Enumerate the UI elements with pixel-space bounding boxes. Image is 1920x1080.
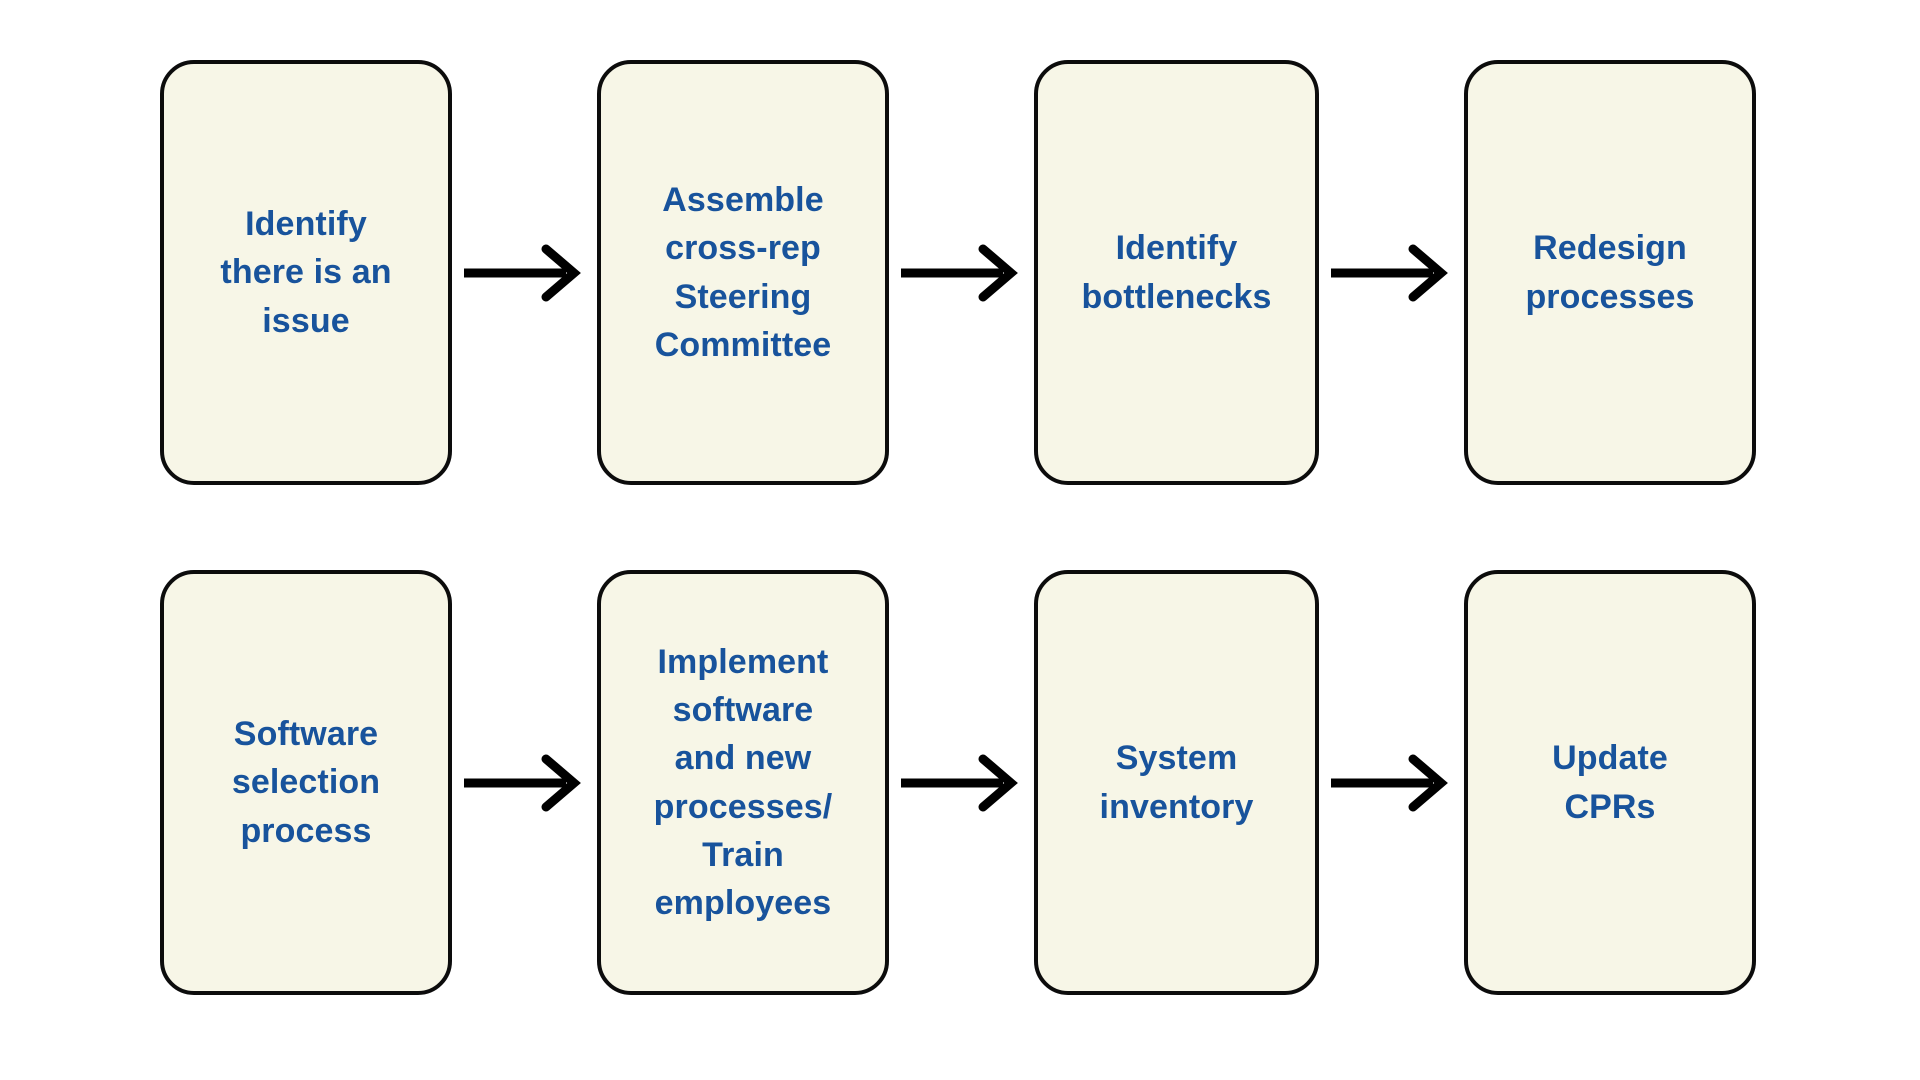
flowchart-connector-2-3 (1319, 570, 1464, 995)
flowchart-node-implement-software-and-new-processes-train-employees[interactable]: Implement software and new processes/ Tr… (597, 570, 889, 995)
flowchart-row-1: Identify there is an issue Assemble cros… (160, 60, 1756, 485)
arrow-right-icon (901, 754, 1018, 811)
node-label: Redesign processes (1525, 229, 1695, 316)
arrow-right-icon (901, 244, 1018, 301)
arrow-right-icon (1331, 754, 1448, 811)
node-label: Update CPRs (1552, 739, 1668, 826)
arrow-right-icon (464, 754, 581, 811)
flowchart-node-redesign-processes[interactable]: Redesign processes (1464, 60, 1756, 485)
flowchart-node-identify-there-is-an-issue[interactable]: Identify there is an issue (160, 60, 452, 485)
flowchart-connector-1-1 (452, 60, 597, 485)
flowchart-connector-1-3 (1319, 60, 1464, 485)
node-label: Implement software and new processes/ Tr… (653, 642, 833, 923)
flowchart-node-assemble-cross-rep-steering-committee[interactable]: Assemble cross-rep Steering Committee (597, 60, 889, 485)
node-label: Software selection process (231, 715, 381, 850)
flowchart-connector-2-1 (452, 570, 597, 995)
flowchart-node-update-cprs[interactable]: Update CPRs (1464, 570, 1756, 995)
flowchart-node-software-selection-process[interactable]: Software selection process (160, 570, 452, 995)
node-label: Assemble cross-rep Steering Committee (654, 180, 832, 364)
node-label: Identify bottlenecks (1081, 229, 1272, 316)
flowchart-node-system-inventory[interactable]: System inventory (1034, 570, 1319, 995)
flowchart-node-identify-bottlenecks[interactable]: Identify bottlenecks (1034, 60, 1319, 485)
node-label: System inventory (1099, 739, 1254, 826)
arrow-right-icon (464, 244, 581, 301)
node-label: Identify there is an issue (220, 205, 392, 340)
flowchart-connector-1-2 (889, 60, 1034, 485)
flowchart-row-2: Software selection process Implement sof… (160, 570, 1756, 995)
arrow-right-icon (1331, 244, 1448, 301)
flowchart-connector-2-2 (889, 570, 1034, 995)
